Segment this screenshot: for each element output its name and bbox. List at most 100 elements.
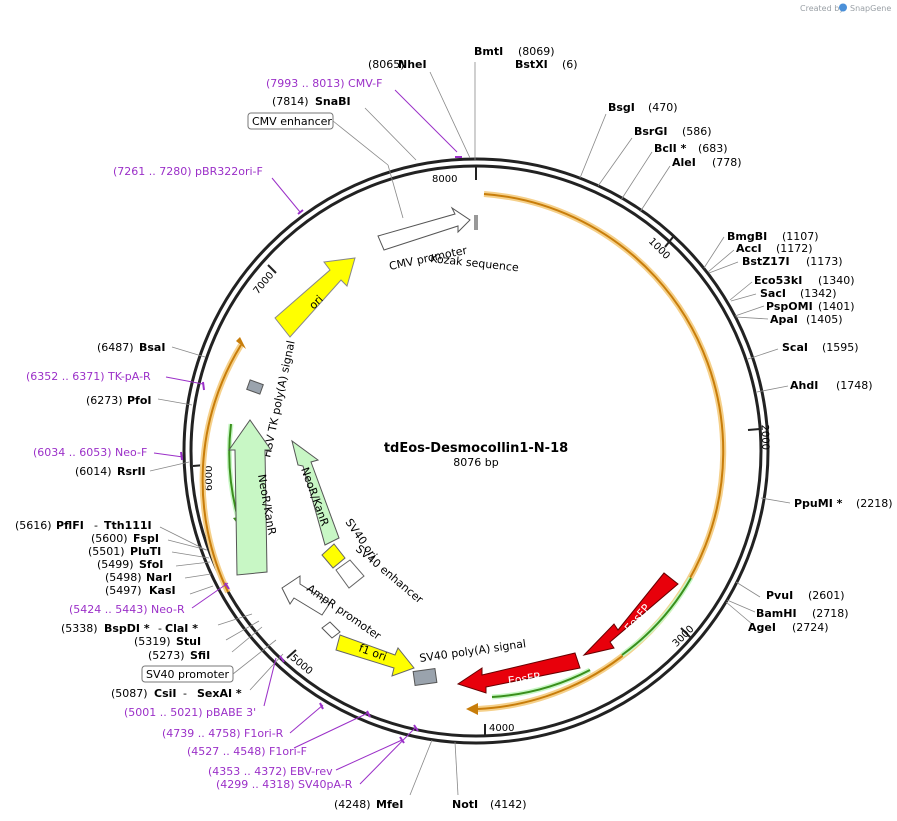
sv40-enhancer-marker	[335, 559, 365, 589]
plasmid-length: 8076 bp	[453, 456, 498, 469]
feature-neor-inner[interactable]	[291, 439, 340, 546]
primer-marks	[180, 156, 462, 744]
site-pflfi: PflFI	[56, 519, 84, 532]
primer-ebv-rev: (4353 .. 4372) EBV-rev	[208, 765, 333, 778]
site-pos-ahdi: (1748)	[836, 379, 873, 392]
site-fspi: FspI	[133, 532, 159, 545]
site-pos-pflfi: (5616)	[15, 519, 52, 532]
site-pos-pvui: (2601)	[808, 589, 845, 602]
primer-labels: (7993 .. 8013) CMV-F (7261 .. 7280) pBR3…	[26, 77, 382, 791]
primer-sv40pa-r: (4299 .. 4318) SV40pA-R	[216, 778, 353, 791]
sv40-polya-marker	[412, 667, 438, 687]
site-bcli: BclI *	[654, 142, 687, 155]
primer-tk-pa-r: (6352 .. 6371) TK-pA-R	[26, 370, 151, 383]
site-pos-mfei: (4248)	[334, 798, 371, 811]
ruler-label-7000: 7000	[252, 270, 277, 297]
site-pos-eco53ki: (1340)	[818, 274, 855, 287]
site-pos-agei: (2724)	[792, 621, 829, 634]
site-clai: ClaI *	[165, 622, 198, 635]
site-bsgi: BsgI	[608, 101, 635, 114]
site-pvui: PvuI	[766, 589, 793, 602]
feature-cmv-promoter	[377, 206, 471, 251]
sv40-promoter-label: SV40 promoter	[146, 668, 230, 681]
site-pos-apai: (1405)	[806, 313, 843, 326]
site-pos-bsgi: (470)	[648, 101, 678, 114]
site-sfoi: SfoI	[139, 558, 163, 571]
site-pos-csii: (5087)	[111, 687, 148, 700]
feature-eosfp-1[interactable]	[456, 652, 581, 694]
site-noti: NotI	[452, 798, 478, 811]
feature-ampr-promoter	[281, 575, 341, 639]
sv40-enhancer-label: SV40 enhancer	[353, 542, 426, 606]
site-pos-sfii: (5273)	[148, 649, 185, 662]
primer-f1ori-r: (4739 .. 4758) F1ori-R	[162, 727, 284, 740]
site-rsrii: RsrII	[117, 465, 146, 478]
ampr-promoter-label: AmpR promoter	[304, 582, 383, 643]
backbone-outer	[182, 157, 770, 745]
site-sexai: SexAI *	[197, 687, 242, 700]
site-pos-ppumi: (2218)	[856, 497, 893, 510]
site-pos-stui: (5319)	[134, 635, 171, 648]
snapgene-logo-icon	[839, 3, 847, 12]
hsv-tk-marker	[246, 379, 264, 395]
site-pos-noti: (4142)	[490, 798, 527, 811]
primer-pbr322ori-f: (7261 .. 7280) pBR322ori-F	[113, 165, 263, 178]
site-pos-pspomi: (1401)	[818, 300, 855, 313]
site-pos-sfoi: (5499)	[97, 558, 134, 571]
site-bstz17i: BstZ17I	[742, 255, 790, 268]
site-csii: CsiI	[154, 687, 176, 700]
site-snabi: SnaBI	[315, 95, 351, 108]
site-bamhi: BamHI	[756, 607, 797, 620]
site-pos-fspi: (5600)	[91, 532, 128, 545]
site-apai: ApaI	[770, 313, 798, 326]
eosfp-1-label: EosFP	[507, 670, 541, 687]
primer-f1ori-f: (4527 .. 4548) F1ori-F	[187, 745, 307, 758]
kozak-marker	[474, 215, 478, 230]
sv40-ori-marker	[321, 543, 346, 569]
orf-arcs	[199, 191, 727, 715]
site-pos-saci: (1342)	[800, 287, 837, 300]
feature-ori[interactable]	[274, 257, 356, 338]
site-sfii: SfiI	[190, 649, 210, 662]
site-pos-snabi: (7814)	[272, 95, 309, 108]
watermark-brand: SnapGene	[850, 4, 891, 13]
site-eco53ki: Eco53kI	[754, 274, 802, 287]
site-pos-bstxi: (6)	[562, 58, 578, 71]
site-dash-2: -	[158, 622, 162, 635]
site-pos-bspdi: (5338)	[61, 622, 98, 635]
site-pluti: PluTI	[130, 545, 161, 558]
feature-f1-ori[interactable]	[335, 634, 415, 677]
site-pos-bcli: (683)	[698, 142, 728, 155]
site-alei: AleI	[672, 156, 696, 169]
site-bsrgi: BsrGI	[634, 125, 667, 138]
site-pos-nhei: (8065)	[368, 58, 405, 71]
site-tth111i: Tth111I	[104, 519, 152, 532]
site-stui: StuI	[176, 635, 201, 648]
site-pos-scai: (1595)	[822, 341, 859, 354]
site-pos-acci: (1172)	[776, 242, 813, 255]
feature-eosfp-2[interactable]	[582, 572, 679, 656]
site-pos-bstz17i: (1173)	[806, 255, 843, 268]
site-bspdi: BspDI *	[104, 622, 150, 635]
site-pspomi: PspOMI	[766, 300, 813, 313]
primer-leader-lines	[153, 89, 458, 785]
watermark-prefix: Created by	[800, 4, 844, 13]
site-pos-bmgbi: (1107)	[782, 230, 819, 243]
site-ahdi: AhdI	[790, 379, 818, 392]
site-mfei: MfeI	[376, 798, 403, 811]
primer-cmv-f: (7993 .. 8013) CMV-F	[266, 77, 382, 90]
ruler-label-2000: 2000	[759, 424, 771, 450]
ruler-label-8000: 8000	[432, 174, 457, 185]
primer-neo-r: (5424 .. 5443) Neo-R	[69, 603, 185, 616]
site-nari: NarI	[146, 571, 172, 584]
site-agei: AgeI	[748, 621, 776, 634]
ruler-label-6000: 6000	[204, 466, 215, 491]
feature-neor-outer[interactable]	[228, 419, 272, 576]
ruler-label-4000: 4000	[489, 723, 514, 734]
kozak-label: Kozak sequence	[430, 252, 520, 274]
site-leader-lines	[149, 62, 791, 796]
site-pos-bsrgi: (586)	[682, 125, 712, 138]
cmv-enhancer-label: CMV enhancer	[252, 115, 332, 128]
ruler-ticks	[192, 166, 761, 736]
site-acci: AccI	[736, 242, 762, 255]
